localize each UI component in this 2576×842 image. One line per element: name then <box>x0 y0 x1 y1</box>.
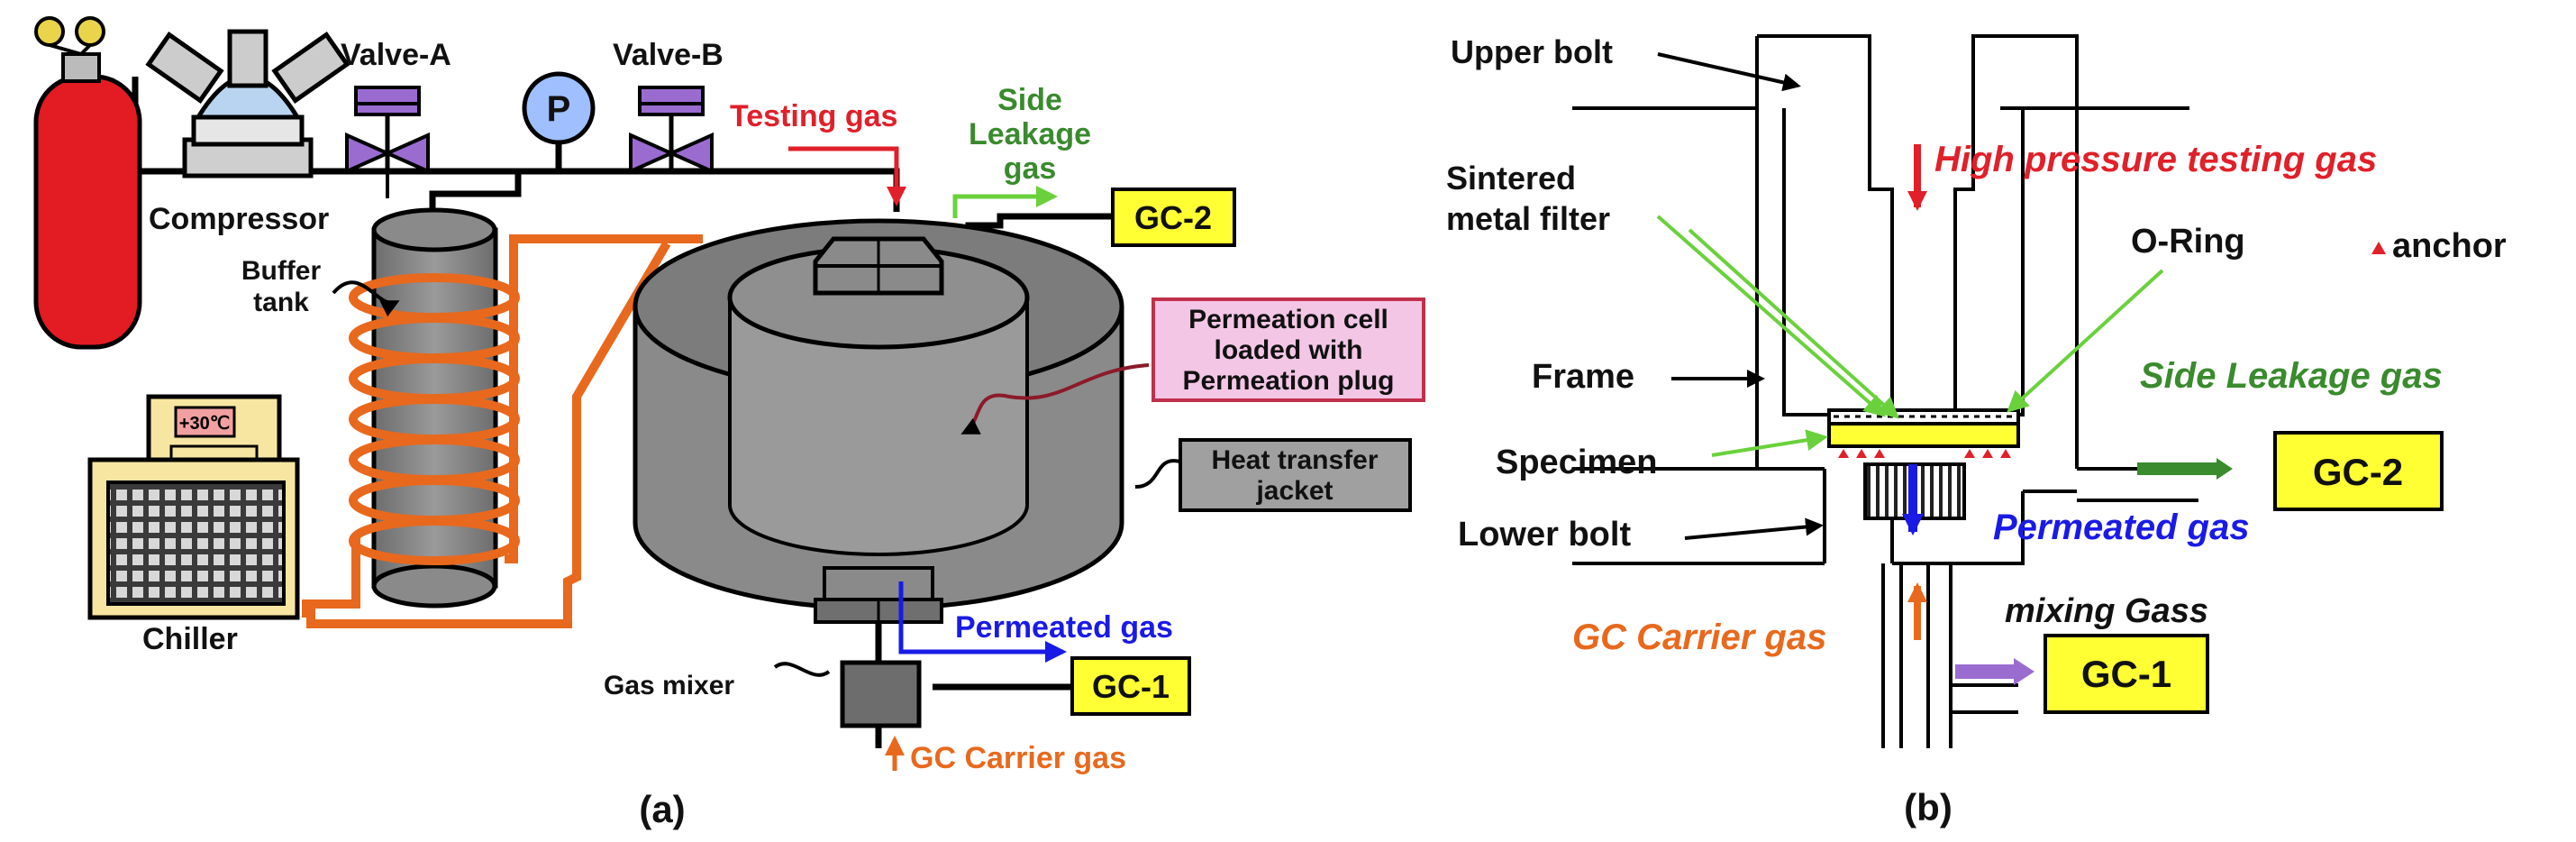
heat-jacket-pointer <box>1134 459 1181 489</box>
gc-carrier-gas-label-b: GC Carrier gas <box>1572 618 1826 657</box>
anchor-markers <box>1838 449 2011 458</box>
valve-b <box>629 86 714 175</box>
gc2-box-b: GC-2 <box>2273 431 2444 511</box>
compressor-label: Compressor <box>149 202 329 236</box>
permeated-gas-label: Permeated gas <box>955 610 1173 645</box>
side-leakage-arrowhead-b <box>2216 458 2233 480</box>
pressure-gauge: P <box>522 71 596 145</box>
permeated-gas-arrow <box>898 581 1067 663</box>
gas-mixer <box>840 660 922 728</box>
testing-gas-label: Testing gas <box>730 99 897 133</box>
permeation-cell-pointer <box>960 363 1150 435</box>
coolant-line-b <box>505 234 703 563</box>
valve-a-label: Valve-A <box>341 38 451 72</box>
frame-label: Frame <box>1532 358 1634 396</box>
pressure-gauge-label: P <box>547 89 571 129</box>
side-leakage-arrow <box>952 186 1058 218</box>
panel-b-caption: (b) <box>1904 786 1952 828</box>
buffer-tank <box>371 207 498 609</box>
testing-gas-arrow <box>788 146 906 206</box>
gc-carrier-gas-label-a: GC Carrier gas <box>910 741 1126 775</box>
specimen-label: Specimen <box>1496 444 1658 481</box>
buffer-tank-pointer <box>332 280 400 317</box>
upper-bolt-label: Upper bolt <box>1451 33 1613 70</box>
gc2-label-a: GC-2 <box>1134 199 1212 236</box>
gc1-box-a: GC-1 <box>1070 656 1191 716</box>
coolant-line-c <box>302 241 671 628</box>
gc1-label-a: GC-1 <box>1092 668 1170 705</box>
specimen <box>1827 422 2020 448</box>
side-leakage-label-b: Side Leakage gas <box>2140 356 2443 396</box>
chiller-label: Chiller <box>142 622 238 656</box>
valve-b-label: Valve-B <box>613 38 724 72</box>
specimen-pointer <box>1711 429 1828 457</box>
high-pressure-label: High pressure testing gas <box>1934 140 2377 179</box>
panel-a-caption: (a) <box>639 788 685 830</box>
panel-b: Upper bolt High pressure testing gas Sin… <box>1446 33 2507 828</box>
gc2-label-b: GC-2 <box>2313 451 2403 493</box>
lower-bolt-label: Lower bolt <box>1458 516 1631 554</box>
filter-pointer-2 <box>1688 228 1899 419</box>
anchor-legend-marker <box>2371 242 2386 254</box>
gas-cylinder <box>33 16 142 350</box>
valve-a <box>345 86 430 198</box>
chiller-display: +30℃ <box>179 414 230 434</box>
mixing-gas-arrowhead <box>2014 658 2034 685</box>
permeated-gas-label-b: Permeated gas <box>1993 508 2250 547</box>
lower-bolt-pointer <box>1684 517 1824 540</box>
mixing-gas-label: mixing Gass <box>2005 592 2208 630</box>
gc1-box-b: GC-1 <box>2044 634 2209 714</box>
anchor-label: anchor <box>2392 227 2507 265</box>
o-ring-label: O-Ring <box>2131 223 2245 261</box>
gc2-box-a: GC-2 <box>1111 188 1236 247</box>
o-ring-pointer <box>2007 269 2164 413</box>
heat-transfer-jacket <box>633 218 1124 624</box>
compressor <box>145 29 350 178</box>
gas-mixer-label: Gas mixer <box>604 671 734 700</box>
upper-bolt-pointer <box>1657 52 1801 92</box>
gas-mixer-pointer <box>773 662 831 677</box>
coolant-line-a <box>302 536 360 609</box>
buffer-tank-feed-line <box>429 171 522 215</box>
panel-a: Compressor Valve-A P Valve-B Testing <box>33 16 1425 830</box>
filter-pointer-1 <box>1656 215 1887 417</box>
gc1-label-b: GC-1 <box>2081 653 2171 695</box>
chiller: +30℃ <box>87 394 300 620</box>
